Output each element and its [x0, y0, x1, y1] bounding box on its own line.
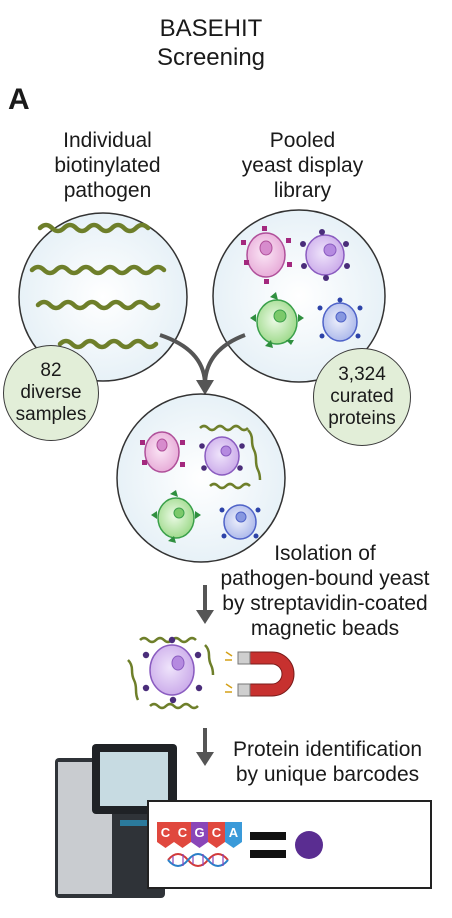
blue-yeast-icon [317, 297, 363, 342]
samples-count-badge: 82 diverse samples [3, 345, 99, 441]
dna-helix-icon [167, 853, 229, 867]
pathogen-spirochete-icon [29, 222, 167, 350]
panel-label: A [8, 83, 30, 116]
barcode-tag-icon: C C G C A [157, 822, 242, 848]
equals-sign-icon [250, 832, 286, 858]
proteins-count-badge: 3,324 curated proteins [313, 348, 411, 446]
pink-yeast-icon [140, 431, 185, 473]
pink-yeast-icon [241, 226, 292, 284]
isolation-arrow [196, 585, 214, 624]
protein-dot-icon [295, 831, 323, 859]
purple-yeast-icon [300, 229, 350, 281]
sequencer-machine-icon [55, 744, 177, 898]
barcode-letter-4: C [212, 825, 222, 840]
bound-purple-yeast-icon [199, 424, 262, 490]
yeast-library-circle [212, 209, 386, 383]
library-label: Pooled yeast display library [241, 129, 364, 202]
barcode-letter-5: A [229, 825, 239, 840]
barcode-panel: C C G C A [147, 800, 432, 889]
magnet-icon [225, 651, 295, 697]
pathogen-circle [18, 212, 188, 382]
barcode-letter-2: C [178, 825, 188, 840]
identification-step-label: Protein identification by unique barcode… [232, 738, 423, 786]
blue-yeast-icon [219, 504, 261, 540]
pathogen-label: Individual biotinylated pathogen [54, 129, 161, 202]
merge-arrow [159, 333, 246, 395]
identification-arrow [196, 728, 214, 766]
combined-circle [116, 393, 286, 563]
green-yeast-icon [151, 490, 201, 543]
diagram-title: BASEHIT Screening [156, 15, 266, 71]
barcode-letter-1: C [161, 825, 171, 840]
green-yeast-icon [250, 292, 304, 348]
barcode-letter-3: G [194, 825, 204, 840]
isolation-step-label: Isolation of pathogen-bound yeast by str… [220, 542, 430, 640]
captured-yeast-icon [127, 636, 215, 710]
